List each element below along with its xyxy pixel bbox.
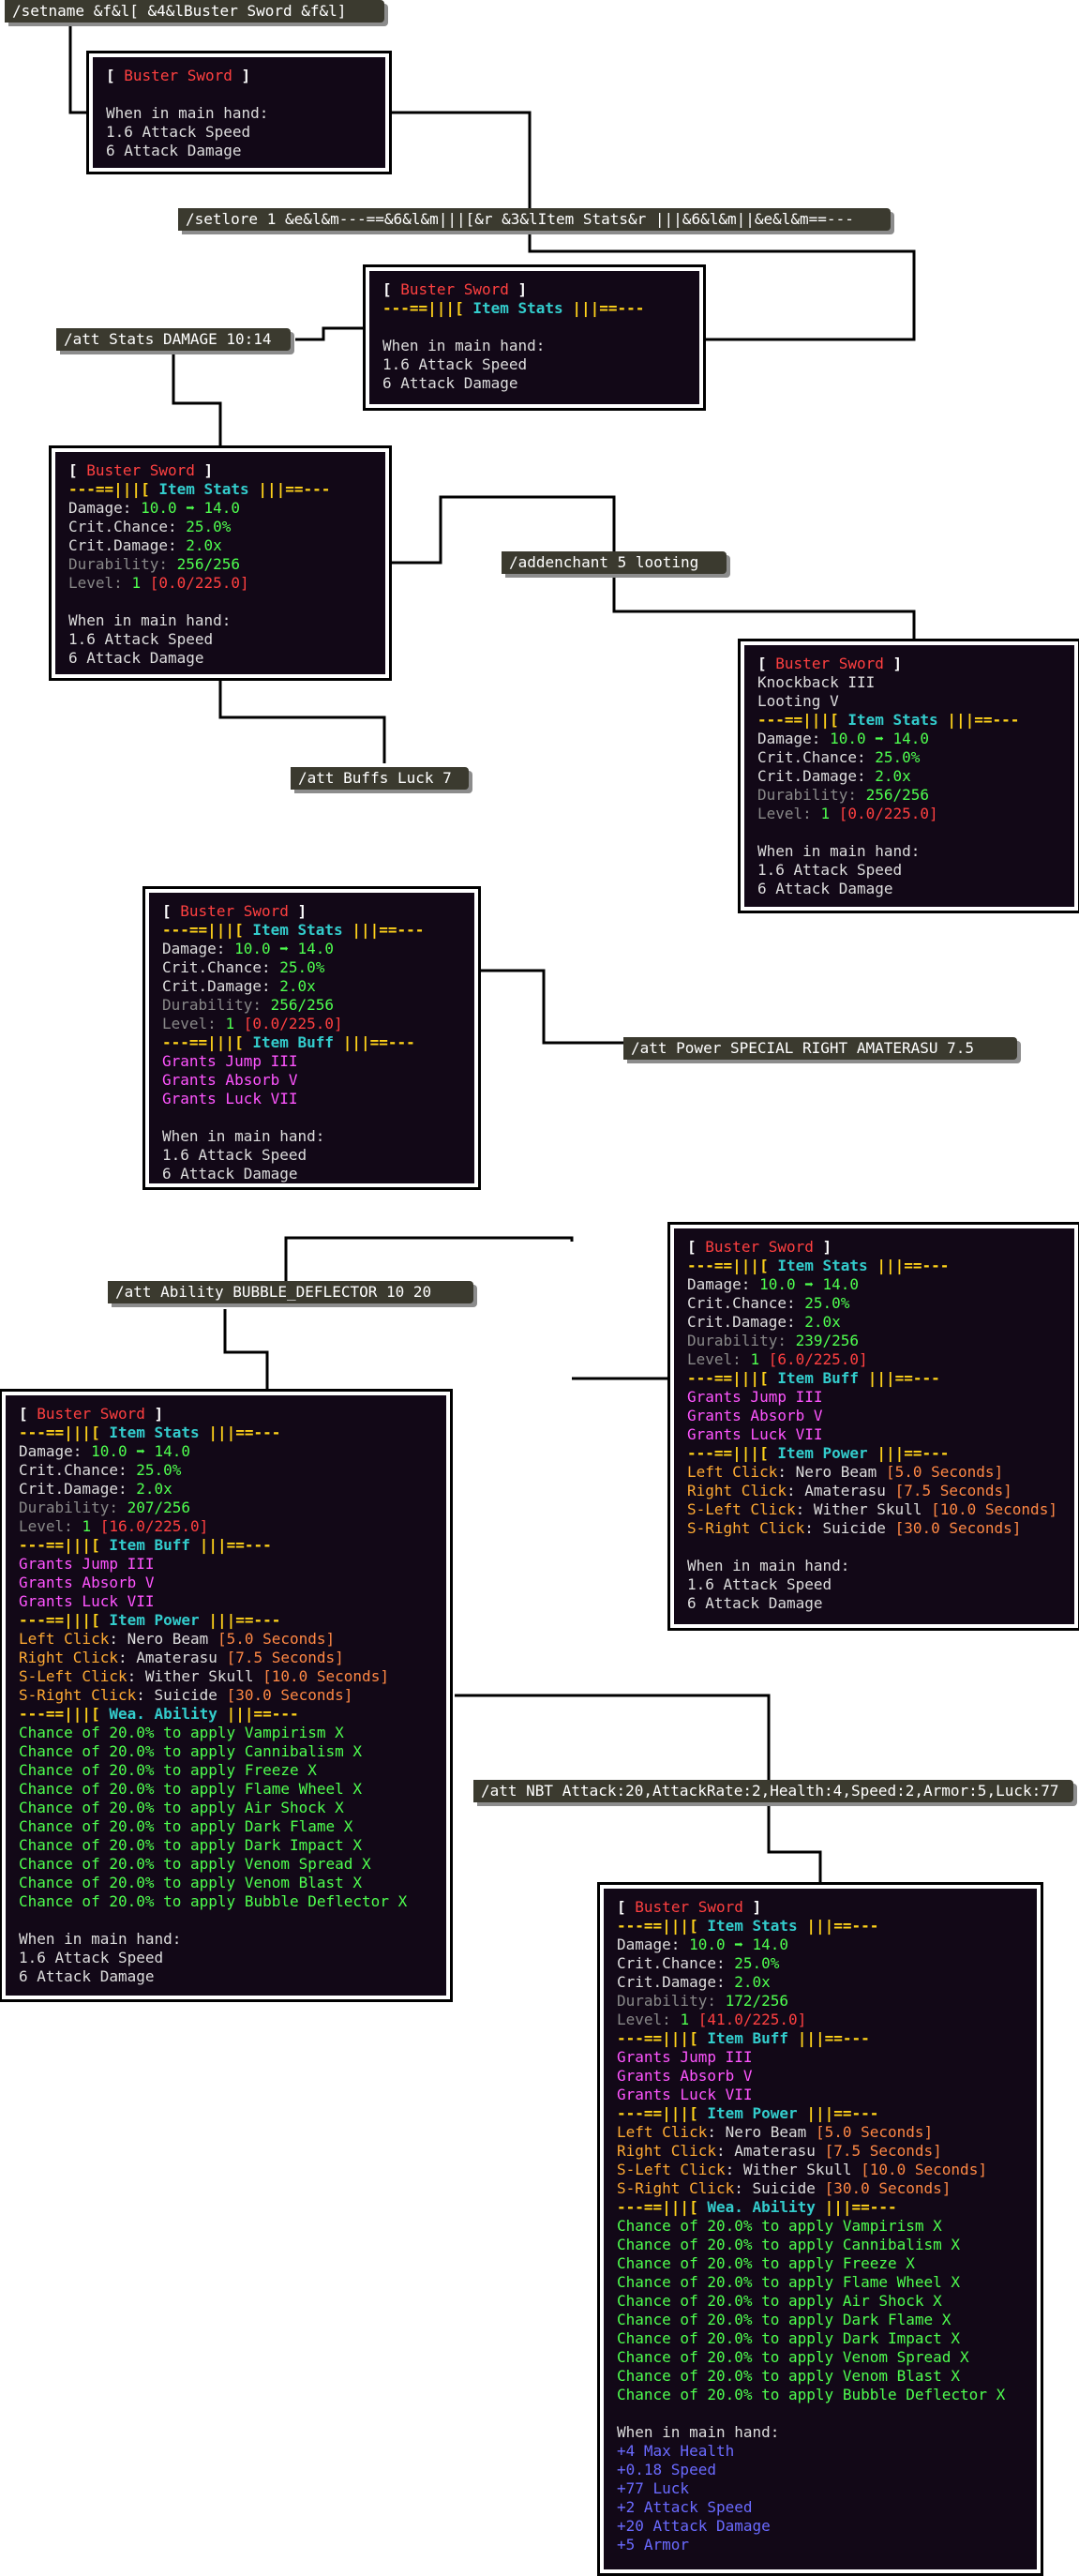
command-att-ability: /att Ability BUBBLE_DEFLECTOR 10 20	[108, 1281, 473, 1303]
connector-12	[284, 1236, 574, 1287]
tooltip-step-8: [ Buster Sword ] ---==|||[ Item Stats ||…	[597, 1882, 1043, 2576]
connector-2	[389, 111, 532, 210]
connector-14	[455, 1694, 771, 1780]
command-att-nbt: /att NBT Attack:20,AttackRate:2,Health:4…	[473, 1780, 1073, 1802]
tooltip-step-1: [ Buster Sword ] When in main hand: 1.6 …	[86, 51, 392, 174]
connector-13	[223, 1309, 269, 1392]
tooltip-step-2: [ Buster Sword ] ---==|||[ Item Stats ||…	[363, 264, 706, 411]
connector-15	[767, 1802, 822, 1885]
tooltip-step-6: [ Buster Sword ] ---==|||[ Item Stats ||…	[667, 1222, 1079, 1631]
connector-6	[389, 495, 616, 565]
connector-3	[528, 233, 916, 341]
item-name: Buster Sword	[124, 67, 232, 84]
connector-4	[295, 326, 366, 341]
connector-8	[218, 673, 386, 763]
command-att-power: /att Power SPECIAL RIGHT AMATERASU 7.5	[623, 1037, 1017, 1060]
tooltip-step-7: [ Buster Sword ] ---==|||[ Item Stats ||…	[0, 1389, 453, 2002]
command-setname: /setname &f&l[ &4&lBuster Sword &f&l]	[5, 0, 384, 23]
connector-5	[172, 351, 222, 448]
tooltip-step-5: [ Buster Sword ] ---==|||[ Item Stats ||…	[142, 886, 481, 1190]
tooltip-step-3: [ Buster Sword ] ---==|||[ Item Stats ||…	[49, 445, 392, 681]
command-setlore: /setlore 1 &e&l&m---==&6&l&m|||[&r &3&lI…	[178, 208, 891, 231]
connector-7	[612, 574, 916, 647]
command-att-stats: /att Stats DAMAGE 10:14	[56, 328, 291, 351]
command-att-buffs: /att Buffs Luck 7	[291, 767, 469, 790]
tooltip-step-4: [ Buster Sword ] Knockback III Looting V…	[738, 639, 1079, 913]
command-addenchant: /addenchant 5 looting	[502, 551, 727, 574]
connector-1	[68, 23, 89, 114]
